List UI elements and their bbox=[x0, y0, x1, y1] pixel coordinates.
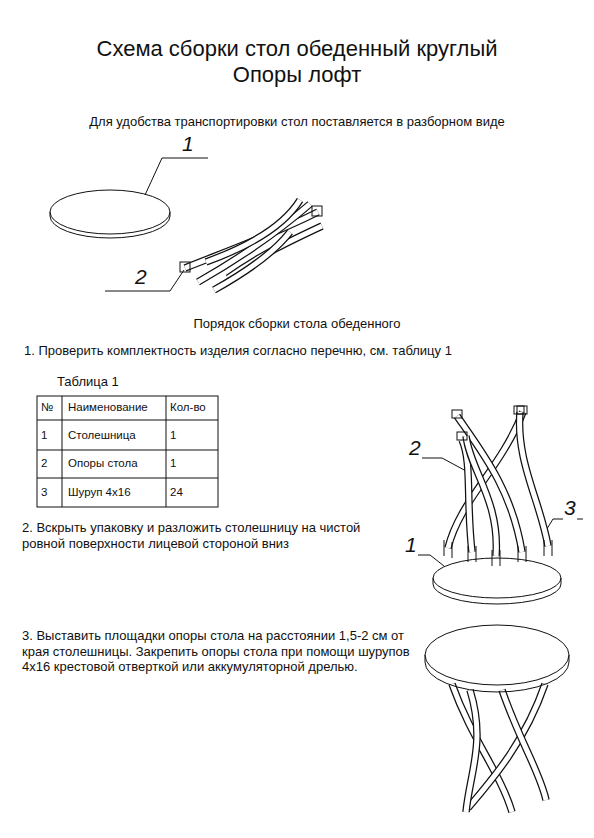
drawing-stroke bbox=[466, 436, 496, 556]
drawing-stroke bbox=[448, 412, 523, 548]
table-assembled bbox=[425, 625, 569, 812]
table-caption: Таблица 1 bbox=[57, 374, 177, 390]
step-text: 1. Проверить комплектность изделия согла… bbox=[24, 343, 504, 359]
parts-table-grid bbox=[37, 396, 218, 507]
drawing-stroke bbox=[433, 558, 561, 598]
drawing-stroke bbox=[50, 190, 170, 234]
table-cell: Кол-во bbox=[170, 401, 216, 415]
drawing-stroke bbox=[214, 232, 290, 290]
drawing-stroke bbox=[502, 690, 546, 800]
table-cell: 1 bbox=[170, 429, 216, 443]
leader-lines bbox=[105, 158, 583, 566]
drawing-stroke bbox=[180, 262, 190, 272]
table-cell: 24 bbox=[170, 486, 216, 500]
table-cell: 2 bbox=[41, 457, 61, 471]
table-cell: Опоры стола bbox=[68, 457, 164, 471]
drawing-stroke bbox=[206, 200, 300, 262]
drawing-stroke bbox=[425, 625, 569, 685]
drawing-stroke bbox=[545, 519, 583, 532]
table-cell: 1 bbox=[41, 429, 61, 443]
callout-number: 2 bbox=[134, 264, 148, 289]
callout-number: 2 bbox=[408, 435, 422, 460]
drawing-stroke bbox=[466, 690, 477, 812]
step-text: 2. Вскрыть упаковку и разложить столешни… bbox=[22, 520, 394, 551]
table-upside-down bbox=[433, 406, 561, 604]
drawing-stroke bbox=[37, 396, 218, 507]
tabletop-drawing bbox=[50, 190, 170, 238]
table-cell: Наименование bbox=[68, 401, 164, 415]
drawing-stroke bbox=[517, 406, 527, 414]
drawing-stroke bbox=[520, 412, 548, 546]
intro-note: Для удобства транспортировки стол постав… bbox=[40, 114, 554, 130]
callout-number: 3 bbox=[563, 495, 577, 520]
drawing-stroke bbox=[214, 232, 290, 290]
table-cell: № bbox=[41, 401, 61, 415]
table-cell: 3 bbox=[41, 486, 61, 500]
table-cell: Шуруп 4х16 bbox=[68, 486, 164, 500]
drawing-stroke bbox=[457, 432, 467, 440]
drawing-stroke bbox=[444, 540, 552, 566]
drawing-stroke bbox=[425, 655, 569, 692]
table-cell: Столешница bbox=[68, 429, 164, 443]
section-heading: Порядок сборки стола обеденного bbox=[140, 316, 454, 332]
drawing-stroke bbox=[206, 200, 300, 262]
drawing-stroke bbox=[466, 690, 477, 812]
drawing-stroke bbox=[457, 416, 522, 552]
drawing-stroke bbox=[502, 690, 546, 800]
drawing-stroke bbox=[145, 158, 208, 195]
callout-number: 1 bbox=[181, 131, 195, 156]
table-cell: 1 bbox=[170, 457, 216, 471]
callout-number: 1 bbox=[404, 532, 418, 557]
drawing-stroke bbox=[520, 412, 548, 546]
drawing-stroke bbox=[452, 410, 462, 418]
drawing-stroke bbox=[457, 416, 522, 552]
drawing-stroke bbox=[514, 406, 524, 414]
drawing-stroke bbox=[433, 578, 561, 604]
drawing-stroke bbox=[448, 412, 523, 548]
legs-disassembled bbox=[180, 200, 322, 290]
step-text: 3. Выставить площадки опоры стола на рас… bbox=[22, 628, 418, 675]
drawing-stroke bbox=[466, 436, 496, 556]
page-title: Схема сборки стол обеденный круглый Опор… bbox=[82, 36, 512, 89]
drawing-stroke bbox=[312, 206, 322, 216]
drawing-stroke bbox=[37, 396, 218, 507]
